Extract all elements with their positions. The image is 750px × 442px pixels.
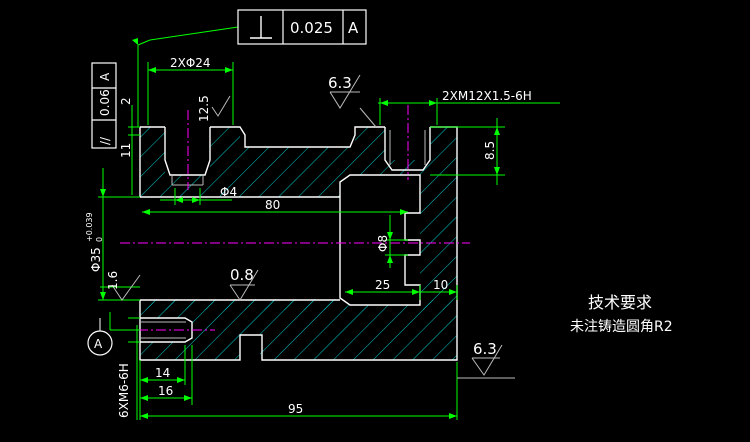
fcf-top-tolerance: 0.025 (290, 19, 333, 37)
dimension-lines (98, 26, 560, 420)
dim-80: 80 (265, 198, 280, 212)
fcf-left-symbol: // (98, 136, 112, 145)
datum-a-symbol: A (87, 318, 113, 356)
dim-bore-tol: +0.039 (85, 212, 94, 242)
notes-line1: 未注铸造圆角R2 (570, 319, 673, 335)
center-lines (120, 105, 470, 331)
dim-phi8: Φ8 (376, 235, 390, 252)
dim-bore-tol-lower: 0 (95, 237, 104, 242)
dim-25: 25 (375, 278, 390, 292)
dim-16: 16 (158, 384, 173, 398)
dim-thread-right: 2XM12X1.5-6H (442, 89, 532, 103)
fcf-top: 0.025 A (237, 9, 367, 45)
dim-bore-base: Φ35 (89, 247, 103, 272)
dim-8-5: 8.5 (483, 141, 497, 160)
dim-thread-left: 6XM6-6H (117, 363, 131, 418)
roughness-6-3-bottom: 6.3 (473, 340, 497, 358)
notes-title: 技术要求 (588, 293, 652, 312)
dim-95: 95 (288, 402, 303, 416)
fcf-left: A 0.06 // (91, 62, 117, 149)
datum-label: A (94, 337, 103, 351)
roughness-6-3-top: 6.3 (328, 74, 352, 92)
dim-10: 10 (433, 278, 448, 292)
dim-holes-top: 2XΦ24 (170, 56, 211, 70)
fcf-left-tolerance: 0.06 (98, 89, 112, 116)
roughness-1-6: 1.6 (106, 271, 120, 290)
arrowheads (100, 38, 500, 419)
fcf-left-datum: A (98, 72, 112, 81)
roughness-0-8: 0.8 (230, 266, 254, 284)
dim-2: 2 (119, 97, 133, 105)
dim-11: 11 (119, 143, 133, 158)
dim-phi4: Φ4 (220, 185, 237, 199)
roughness-symbols (111, 74, 515, 379)
part-outline (139, 126, 458, 361)
fcf-top-datum: A (348, 19, 359, 37)
dim-14: 14 (155, 366, 170, 380)
roughness-12-5: 12.5 (197, 95, 211, 122)
